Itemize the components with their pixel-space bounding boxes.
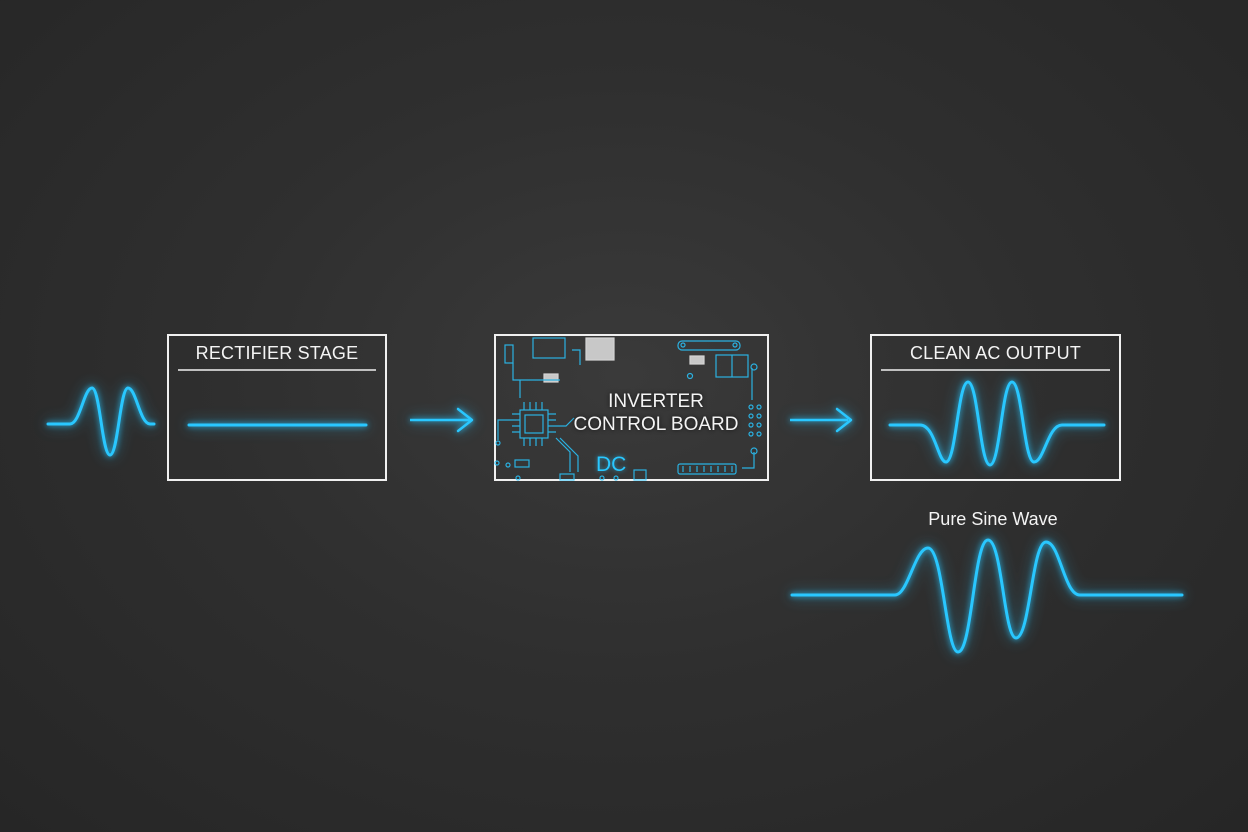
inverter-label-line2: CONTROL BOARD	[573, 414, 739, 435]
rectifier-box	[167, 334, 387, 481]
inverter-box	[494, 334, 769, 481]
inverter-label-line1: INVERTER	[608, 391, 704, 412]
pure-sine-wave-icon	[790, 538, 1184, 654]
circuit-board-icon	[494, 337, 762, 481]
sine-wave-icon	[888, 380, 1106, 467]
rectifier-title: RECTIFIER STAGE	[195, 343, 359, 363]
inverter-label: INVERTER CONTROL BOARD	[560, 390, 752, 436]
input-ac-wave-icon	[46, 386, 156, 457]
pure-sine-label: Pure Sine Wave	[928, 509, 1058, 529]
arrow-right-icon	[790, 407, 853, 433]
dc-label: DC	[596, 453, 627, 476]
output-title: CLEAN AC OUTPUT	[909, 343, 1082, 363]
arrow-right-icon	[410, 407, 474, 433]
output-box	[870, 334, 1121, 481]
